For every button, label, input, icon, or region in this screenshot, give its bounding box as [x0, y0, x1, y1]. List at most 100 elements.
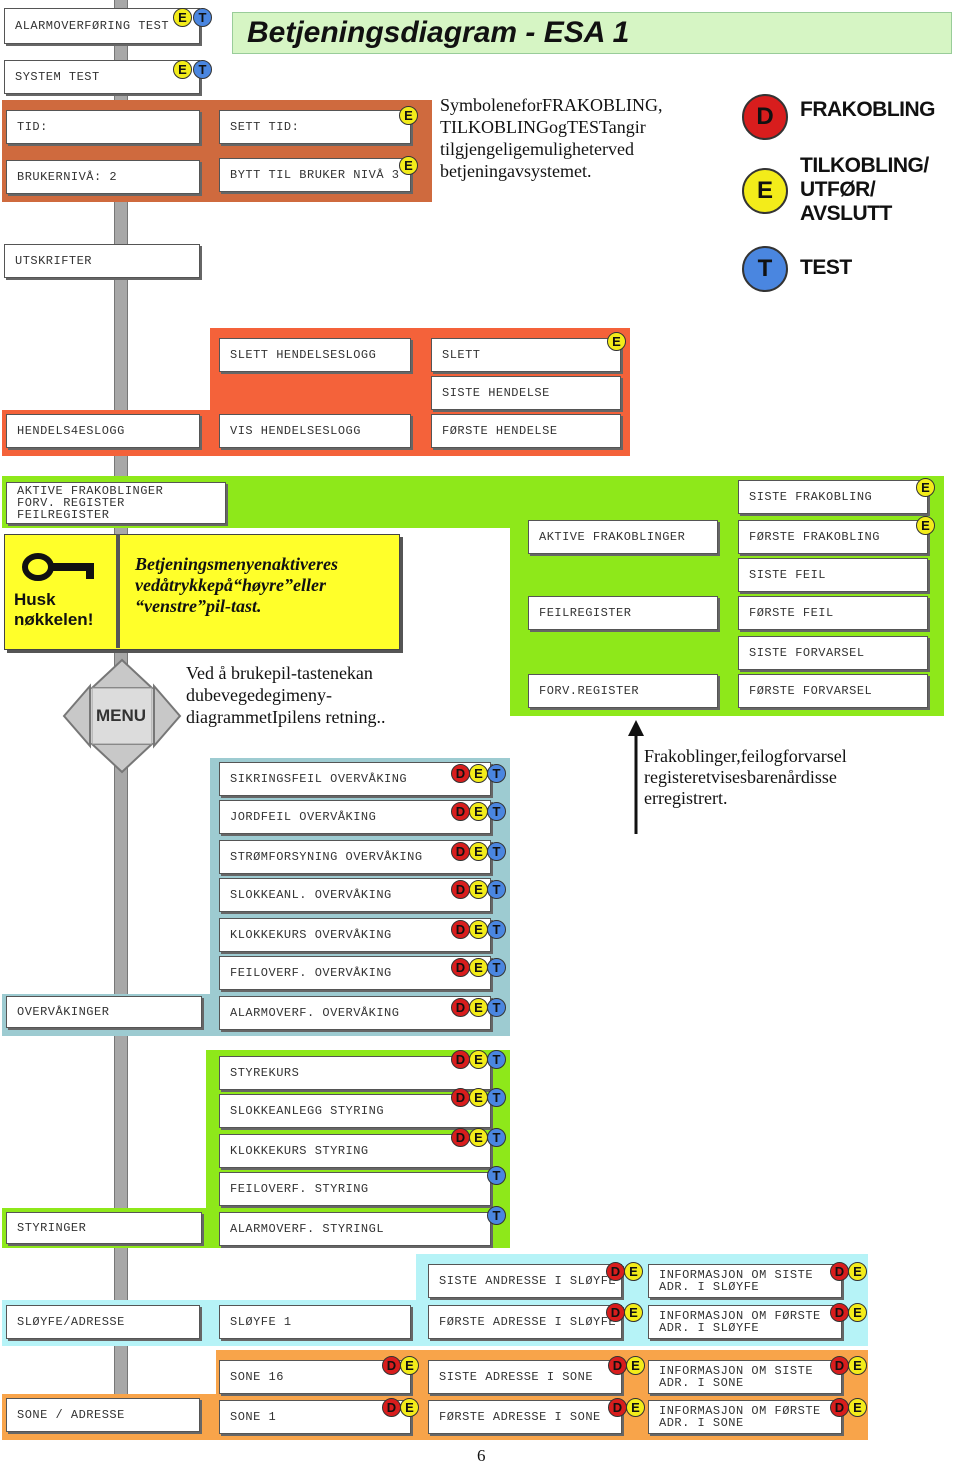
disconnect-badge: D — [830, 1262, 849, 1281]
hendelseslogg-label: HENDELS4ESLOGG — [17, 424, 125, 438]
bytt-bruker-box[interactable]: BYTT TIL BRUKER NIVÅ 3 — [219, 158, 411, 192]
forv-register-label: FORV.REGISTER — [539, 684, 640, 698]
forste-adresse-sone-box[interactable]: FØRSTE ADRESSE I SONE — [428, 1400, 622, 1434]
test-badge: T — [487, 1088, 506, 1107]
enter-badge: E — [916, 478, 935, 497]
active-register-line: FEILREGISTER — [17, 508, 110, 522]
siste-hendelse-box[interactable]: SISTE HENDELSE — [431, 376, 621, 410]
vis-hendelseslogg-box[interactable]: VIS HENDELSESLOGG — [219, 414, 411, 448]
info-siste-sloyfe-box[interactable]: INFORMASJON OM SISTE ADR. I SLØYFE — [648, 1264, 842, 1298]
aktive-frakoblinger-box[interactable]: AKTIVE FRAKOBLINGER — [528, 520, 718, 554]
control-item[interactable]: KLOKKEKURS STYRING — [219, 1134, 491, 1168]
slett-hendelseslogg-box[interactable]: SLETT HENDELSESLOGG — [219, 338, 411, 372]
slett-box[interactable]: SLETT — [431, 338, 621, 372]
control-item[interactable]: ALARMOVERF. STYRINGL — [219, 1212, 491, 1246]
forste-feil-box[interactable]: FØRSTE FEIL — [738, 596, 928, 630]
system-test-box[interactable]: SYSTEM TEST — [4, 60, 200, 94]
key-note-text: Betjeningsmenyenaktiveres vedåtrykkepå“h… — [135, 554, 338, 616]
siste-forvarsel-box[interactable]: SISTE FORVARSEL — [738, 636, 928, 670]
system-test-label: SYSTEM TEST — [15, 70, 100, 84]
sloyfe-1-box[interactable]: SLØYFE 1 — [219, 1305, 411, 1339]
forste-forvarsel-box[interactable]: FØRSTE FORVARSEL — [738, 674, 928, 708]
active-register-line: AKTIVE FRAKOBLINGER — [17, 484, 164, 498]
monitoring-item[interactable]: STRØMFORSYNING OVERVÅKING — [219, 840, 491, 874]
active-register-box[interactable]: AKTIVE FRAKOBLINGER FORV. REGISTER FEILR… — [6, 482, 226, 524]
monitoring-item[interactable]: SLOKKEANL. OVERVÅKING — [219, 878, 491, 912]
brukerniva-box[interactable]: BRUKERNIVÅ: 2 — [6, 160, 200, 194]
control-item[interactable]: STYREKURS — [219, 1056, 491, 1090]
disconnect-badge: D — [451, 998, 470, 1017]
sloyfe-adresse-box[interactable]: SLØYFE/ADRESSE — [6, 1305, 200, 1339]
monitoring-item[interactable]: SIKRINGSFEIL OVERVÅKING — [219, 762, 491, 796]
disconnect-badge: D — [451, 958, 470, 977]
styringer-label: STYRINGER — [17, 1221, 87, 1235]
legend-intro: SymboleneforFRAKOBLING, TILKOBLINGogTEST… — [440, 95, 663, 181]
enter-badge: E — [848, 1398, 867, 1417]
sett-tid-box[interactable]: SETT TID: — [219, 110, 411, 144]
enter-badge: E — [469, 998, 488, 1017]
disconnect-badge: D — [606, 1262, 625, 1281]
key-note-divider — [116, 534, 120, 648]
info-siste-sone-box[interactable]: INFORMASJON OM SISTE ADR. I SONE — [648, 1360, 842, 1394]
info-siste-sloyfe-label: INFORMASJON OM SISTE ADR. I SLØYFE — [659, 1268, 814, 1294]
enter-badge: E — [399, 156, 418, 175]
test-badge: T — [487, 842, 506, 861]
enter-badge: E — [469, 880, 488, 899]
monitoring-item[interactable]: KLOKKEKURS OVERVÅKING — [219, 918, 491, 952]
enter-badge: E — [624, 1262, 643, 1281]
forste-adresse-sloyfe-box[interactable]: FØRSTE ADRESSE I SLØYFE — [428, 1305, 622, 1339]
monitoring-item-label: FEILOVERF. OVERVÅKING — [230, 966, 392, 980]
siste-forvarsel-label: SISTE FORVARSEL — [749, 646, 865, 660]
styringer-box[interactable]: STYRINGER — [6, 1212, 202, 1244]
menu-label: MENU — [96, 706, 147, 725]
info-forste-sone-label: INFORMASJON OM FØRSTE ADR. I SONE — [659, 1404, 821, 1430]
siste-frakobling-box[interactable]: SISTE FRAKOBLING — [738, 480, 928, 514]
enter-badge: E — [400, 1356, 419, 1375]
control-item[interactable]: SLOKKEANLEGG STYRING — [219, 1094, 491, 1128]
monitoring-item[interactable]: ALARMOVERF. OVERVÅKING — [219, 996, 491, 1030]
siste-feil-box[interactable]: SISTE FEIL — [738, 558, 928, 592]
monitoring-item-label: SLOKKEANL. OVERVÅKING — [230, 888, 392, 902]
sone-adresse-box[interactable]: SONE / ADRESSE — [6, 1398, 200, 1432]
test-badge: T — [487, 998, 506, 1017]
forste-frakobling-label: FØRSTE FRAKOBLING — [749, 530, 880, 544]
disconnect-badge: D — [451, 1050, 470, 1069]
monitoring-item[interactable]: FEILOVERF. OVERVÅKING — [219, 956, 491, 990]
enter-badge: E — [469, 958, 488, 977]
hendelseslogg-box[interactable]: HENDELS4ESLOGG — [6, 414, 200, 448]
feilregister-box[interactable]: FEILREGISTER — [528, 596, 718, 630]
disconnect-badge: D — [608, 1356, 627, 1375]
forste-feil-label: FØRSTE FEIL — [749, 606, 834, 620]
siste-adresse-sloyfe-label: SISTE ANDRESSE I SLØYFE — [439, 1274, 617, 1288]
menu-arrow-keys[interactable] — [60, 656, 184, 776]
enter-badge: E — [848, 1262, 867, 1281]
control-item-label: SLOKKEANLEGG STYRING — [230, 1104, 385, 1118]
enter-badge: E — [400, 1398, 419, 1417]
siste-adresse-sone-box[interactable]: SISTE ADRESSE I SONE — [428, 1360, 622, 1394]
siste-adresse-sloyfe-box[interactable]: SISTE ANDRESSE I SLØYFE — [428, 1264, 622, 1298]
disconnect-badge: D — [830, 1303, 849, 1322]
control-item-label: STYREKURS — [230, 1066, 300, 1080]
overvakinger-box[interactable]: OVERVÅKINGER — [6, 996, 202, 1028]
info-forste-sone-box[interactable]: INFORMASJON OM FØRSTE ADR. I SONE — [648, 1400, 842, 1434]
sone-16-box[interactable]: SONE 16 — [219, 1360, 411, 1394]
forste-hendelse-box[interactable]: FØRSTE HENDELSE — [431, 414, 621, 448]
enter-badge: E — [469, 1128, 488, 1147]
utskrifter-box[interactable]: UTSKRIFTER — [4, 244, 200, 278]
forv-register-box[interactable]: FORV.REGISTER — [528, 674, 718, 708]
enter-badge: E — [399, 106, 418, 125]
control-item-label: FEILOVERF. STYRING — [230, 1182, 369, 1196]
forste-adresse-sone-label: FØRSTE ADRESSE I SONE — [439, 1410, 601, 1424]
monitoring-item-label: JORDFEIL OVERVÅKING — [230, 810, 377, 824]
monitoring-item[interactable]: JORDFEIL OVERVÅKING — [219, 800, 491, 834]
enter-badge: E — [916, 516, 935, 535]
info-forste-sloyfe-box[interactable]: INFORMASJON OM FØRSTE ADR. I SLØYFE — [648, 1305, 842, 1339]
forste-hendelse-label: FØRSTE HENDELSE — [442, 424, 558, 438]
key-note-panel — [4, 534, 400, 650]
tid-box[interactable]: TID: — [6, 110, 200, 144]
sone-1-box[interactable]: SONE 1 — [219, 1400, 411, 1434]
control-item[interactable]: FEILOVERF. STYRING — [219, 1172, 491, 1206]
info-siste-sone-label: INFORMASJON OM SISTE ADR. I SONE — [659, 1364, 814, 1390]
forste-frakobling-box[interactable]: FØRSTE FRAKOBLING — [738, 520, 928, 554]
alarm-test-box[interactable]: ALARMOVERFØRING TEST — [4, 8, 200, 44]
